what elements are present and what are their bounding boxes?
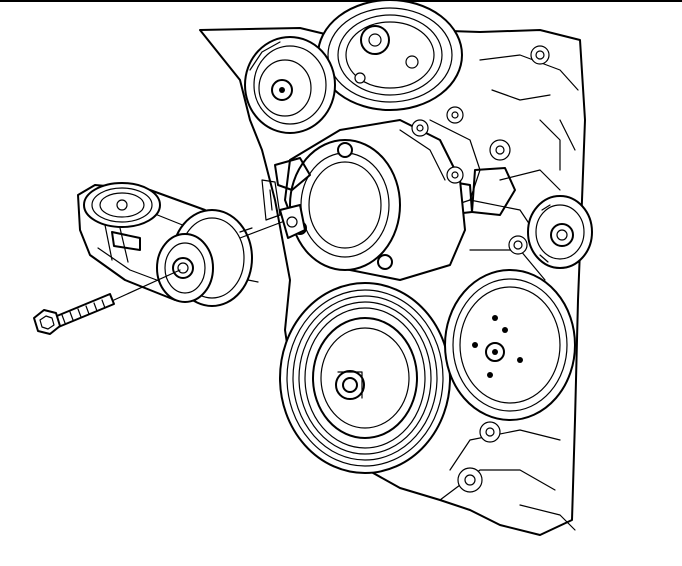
alignment-lines — [113, 221, 283, 301]
drive-belt-tensioner — [77, 182, 259, 307]
top-rule — [0, 0, 682, 2]
water-pump-pulley — [444, 269, 576, 421]
ac-compressor — [261, 119, 466, 281]
crankshaft-balancer-pulley — [279, 282, 451, 474]
tensioner-mount-boss — [279, 204, 306, 239]
idler-pulley — [527, 195, 593, 269]
generator-pulley — [244, 36, 336, 134]
tensioner-bolt — [33, 293, 115, 335]
power-steering-pulley — [317, 0, 463, 111]
